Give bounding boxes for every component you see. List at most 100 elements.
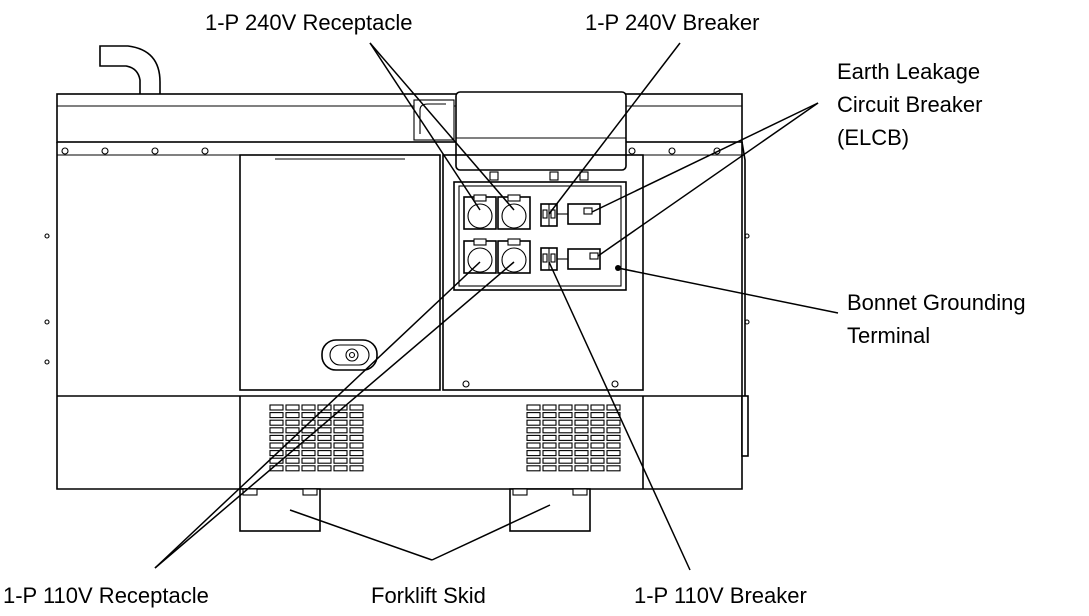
- vent-slot: [526, 457, 541, 464]
- vent-slot: [301, 442, 316, 449]
- vent-slot: [333, 450, 348, 457]
- vent-slot: [333, 419, 348, 426]
- vent-slot: [606, 442, 621, 449]
- vent-slot: [333, 465, 348, 472]
- label-breaker-240: 1-P 240V Breaker: [585, 10, 759, 35]
- vent-slot: [542, 419, 557, 426]
- vent-slot: [333, 427, 348, 434]
- elcb-upper: [557, 203, 601, 225]
- label-forklift: Forklift Skid: [371, 583, 486, 608]
- rail-bolts: [44, 147, 750, 365]
- label-forklift-text: Forklift Skid: [371, 583, 486, 608]
- vent-slot: [301, 457, 316, 464]
- vent-slot: [269, 465, 284, 472]
- vent-slot: [349, 442, 364, 449]
- vent-slot: [349, 465, 364, 472]
- vent-slot: [285, 427, 300, 434]
- vent-slot: [606, 419, 621, 426]
- vent-slot: [542, 434, 557, 441]
- breaker-110v: [540, 247, 558, 271]
- vent-slot: [317, 427, 332, 434]
- vent-slot: [526, 419, 541, 426]
- vent-slot: [542, 465, 557, 472]
- vent-slot: [590, 419, 605, 426]
- vent-slot: [542, 404, 557, 411]
- vent-slot: [333, 434, 348, 441]
- vent-slot: [269, 412, 284, 419]
- vent-slot: [542, 427, 557, 434]
- door-handle: [321, 339, 378, 371]
- vent-slot: [269, 450, 284, 457]
- vent-slot: [606, 412, 621, 419]
- vent-slot: [558, 427, 573, 434]
- vent-slot: [317, 465, 332, 472]
- vent-slot: [606, 404, 621, 411]
- label-receptacle-240-text: 1-P 240V Receptacle: [205, 10, 413, 35]
- vent-slot: [574, 450, 589, 457]
- left-door: [239, 154, 441, 391]
- generator-body: [56, 141, 746, 490]
- label-elcb-line2: Circuit Breaker: [837, 92, 982, 117]
- elcb-lower: [557, 248, 601, 270]
- vent-slot: [526, 465, 541, 472]
- vent-slot: [285, 434, 300, 441]
- roof-rail: [56, 93, 743, 143]
- label-elcb-line1: Earth Leakage: [837, 59, 980, 84]
- vent-slot: [269, 434, 284, 441]
- vent-slot: [526, 450, 541, 457]
- vent-slot: [590, 427, 605, 434]
- vent-slot: [606, 450, 621, 457]
- vent-slot: [285, 404, 300, 411]
- vent-slot: [301, 450, 316, 457]
- label-grounding-line1: Bonnet Grounding: [847, 290, 1026, 315]
- label-grounding: Bonnet Grounding Terminal: [847, 290, 1026, 348]
- vent-slot: [574, 412, 589, 419]
- vent-slot: [542, 442, 557, 449]
- vent-slot: [285, 419, 300, 426]
- receptacle-110v-left: [463, 238, 497, 274]
- vent-slot: [317, 442, 332, 449]
- vent-slot: [558, 450, 573, 457]
- vent-slot: [590, 404, 605, 411]
- vent-slot: [574, 434, 589, 441]
- vent-slot: [558, 465, 573, 472]
- vent-slot: [542, 412, 557, 419]
- vent-slot: [349, 434, 364, 441]
- label-breaker-240-text: 1-P 240V Breaker: [585, 10, 759, 35]
- vent-slot: [606, 457, 621, 464]
- vent-slot: [317, 404, 332, 411]
- vent-slot: [526, 404, 541, 411]
- vent-slot: [606, 427, 621, 434]
- vent-slot: [574, 427, 589, 434]
- vent-slot: [558, 434, 573, 441]
- vent-slot: [349, 419, 364, 426]
- base-frame: [239, 395, 749, 489]
- label-receptacle-240: 1-P 240V Receptacle: [205, 10, 413, 35]
- vent-slot: [590, 412, 605, 419]
- vent-slot: [590, 465, 605, 472]
- receptacle-110v-right: [497, 238, 531, 274]
- vent-slot: [285, 412, 300, 419]
- vent-slot: [285, 465, 300, 472]
- forklift-skid-right: [509, 488, 591, 532]
- forklift-skid-left: [239, 488, 321, 532]
- vent-slot: [606, 434, 621, 441]
- vent-slot: [269, 419, 284, 426]
- vent-slot: [317, 419, 332, 426]
- vent-slot: [301, 412, 316, 419]
- vent-slot: [574, 465, 589, 472]
- vent-slot: [558, 457, 573, 464]
- vent-slot: [590, 450, 605, 457]
- vent-grille-left: [269, 404, 364, 472]
- vent-slot: [317, 457, 332, 464]
- vent-slot: [590, 457, 605, 464]
- vent-grille-right: [526, 404, 621, 472]
- vent-slot: [301, 434, 316, 441]
- label-breaker-110: 1-P 110V Breaker: [634, 583, 807, 608]
- vent-slot: [269, 442, 284, 449]
- leader-lines: [154, 42, 839, 571]
- vent-slot: [558, 442, 573, 449]
- vent-slot: [590, 442, 605, 449]
- vent-slot: [558, 419, 573, 426]
